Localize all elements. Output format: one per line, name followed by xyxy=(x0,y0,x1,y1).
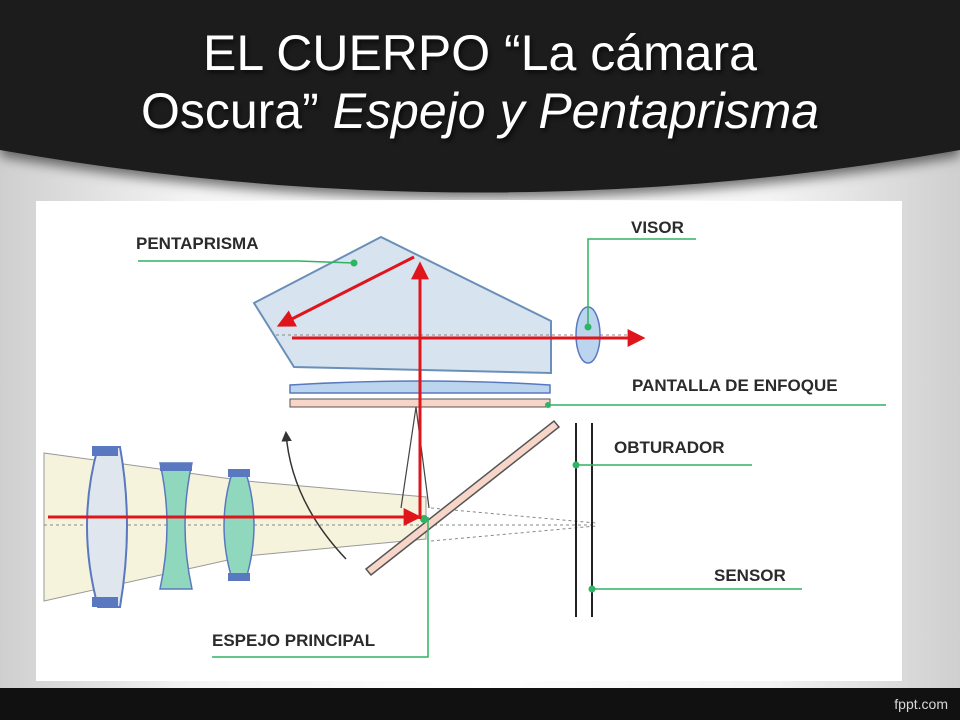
title-banner xyxy=(0,0,960,193)
front-lens xyxy=(86,446,128,608)
label-visor: VISOR xyxy=(631,218,684,237)
leader-pentaprisma xyxy=(138,260,355,264)
ray-prism-reflect xyxy=(276,255,415,327)
main-mirror xyxy=(364,419,561,577)
rear-lens xyxy=(223,472,255,580)
leader-dot-sensor xyxy=(588,585,596,593)
title-line-1: EL CUERPO “La cámara xyxy=(203,25,757,81)
label-obturador: OBTURADOR xyxy=(614,438,725,457)
label-espejo-principal: ESPEJO PRINCIPAL xyxy=(212,631,375,650)
label-pantalla-de-enfoque: PANTALLA DE ENFOQUE xyxy=(632,376,838,395)
footer-brand: fppt.com xyxy=(894,696,948,712)
label-pentaprisma: PENTAPRISMA xyxy=(136,234,258,253)
front-lens-mount-top xyxy=(92,446,118,456)
camera-diagram-svg: PENTAPRISMA VISOR PANTALLA DE ENFOQUE OB… xyxy=(43,218,886,658)
leader-dot-obturador xyxy=(572,461,580,469)
middle-lens-mount-top xyxy=(160,463,192,471)
title-line-2: Oscura” Espejo y Pentaprisma xyxy=(0,82,960,140)
camera-diagram: PENTAPRISMA VISOR PANTALLA DE ENFOQUE OB… xyxy=(36,201,902,681)
sensor-ray-lower xyxy=(430,525,597,542)
leader-dot-pentaprisma xyxy=(350,259,358,267)
rear-lens-mount-bottom xyxy=(228,573,250,581)
pentaprism xyxy=(252,235,552,375)
screen-ray-right xyxy=(415,406,430,509)
label-sensor: SENSOR xyxy=(714,566,786,585)
leader-espejo xyxy=(212,517,429,658)
sensor-ray-upper xyxy=(430,507,597,524)
leader-visor xyxy=(587,238,696,327)
leader-dot-espejo xyxy=(420,515,428,523)
middle-lens xyxy=(159,462,193,590)
footer-bar: fppt.com xyxy=(0,688,960,720)
mirror-swing-arc xyxy=(281,430,347,560)
leader-dot-visor xyxy=(584,323,592,331)
rear-lens-mount-top xyxy=(228,469,250,477)
screen-ray-left xyxy=(400,406,417,509)
slide-title: EL CUERPO “La cámara Oscura” Espejo y Pe… xyxy=(0,24,960,140)
title-line-2-normal: Oscura” xyxy=(140,83,319,139)
leader-dot-pantalla xyxy=(545,402,551,408)
title-line-2-italic: Espejo y Pentaprisma xyxy=(332,83,820,139)
front-lens-mount-bottom xyxy=(92,597,118,607)
